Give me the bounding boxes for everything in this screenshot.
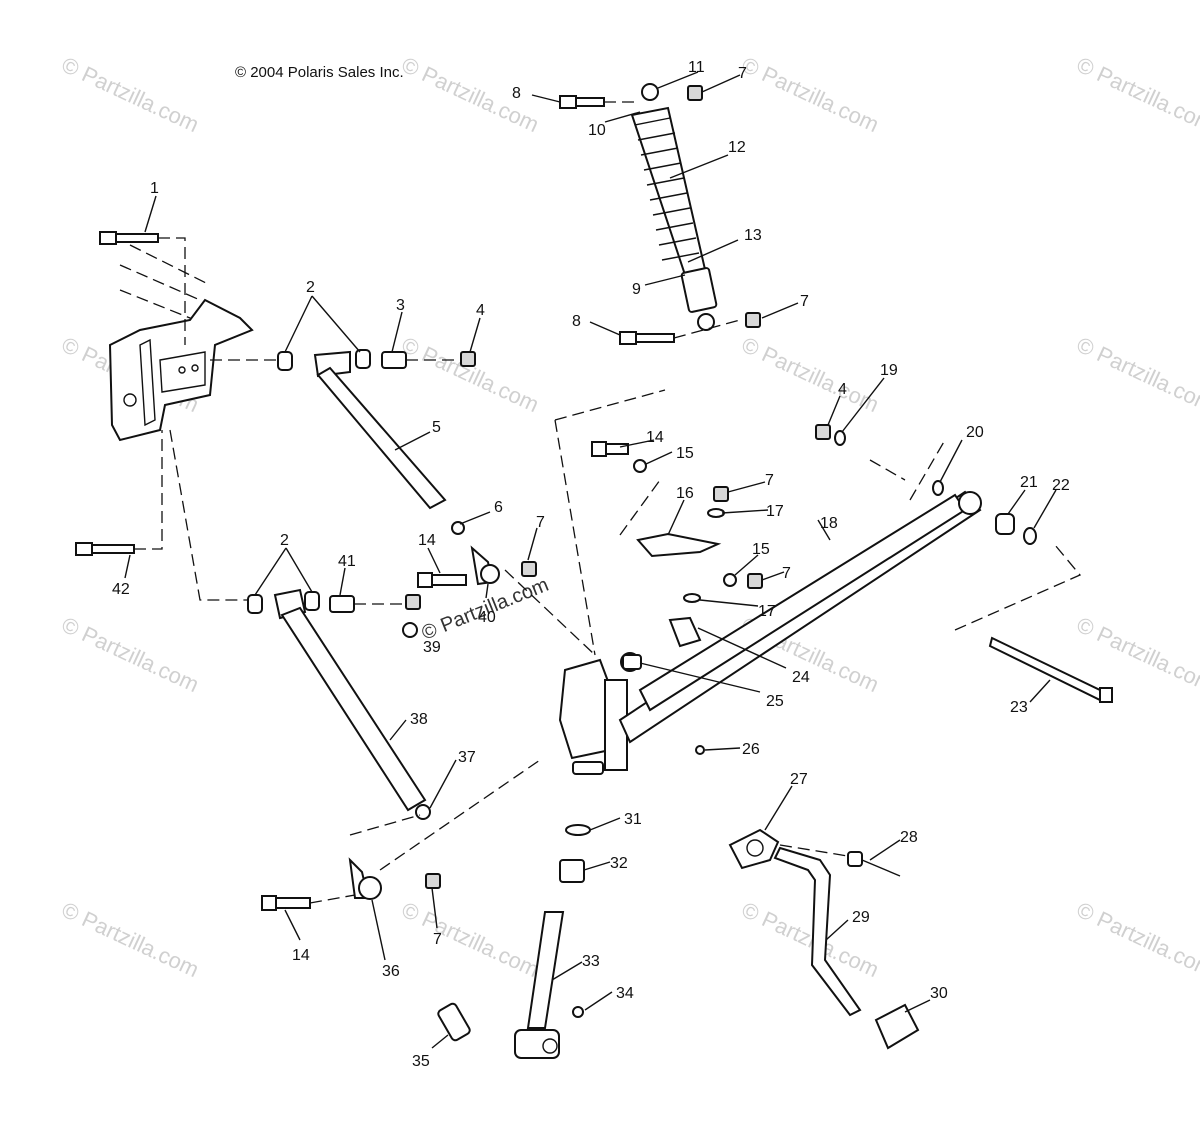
callout-15-bottom: 15 [752,541,770,558]
watermark-3: © Partzilla.com [738,52,883,137]
callout-38: 38 [410,711,428,728]
callout-7-shock-bottom: 7 [800,293,809,310]
callout-labels: 1 2 3 4 5 6 7 2 41 14 40 39 8 11 7 10 12… [112,59,1070,1070]
copyright-text: © 2004 Polaris Sales Inc. [235,64,404,81]
callout-26: 26 [742,741,760,758]
callout-14-top: 14 [646,429,664,446]
watermark-8: © Partzilla.com [1073,332,1200,417]
callout-13: 13 [744,227,762,244]
watermarks: © Partzilla.com © Partzilla.com © Partzi… [58,52,1200,982]
callout-2-lower: 2 [280,532,289,549]
callout-7-lower: 7 [433,931,442,948]
callout-24: 24 [792,669,810,686]
callout-8-bottom: 8 [572,313,581,330]
callout-20: 20 [966,424,984,441]
callout-7-shock-top: 7 [738,65,747,82]
callout-23: 23 [1010,699,1028,716]
watermark-15: © Partzilla.com [1073,897,1200,982]
callout-17-top: 17 [766,503,784,520]
frame-bracket [108,244,254,442]
callout-30: 30 [930,985,948,1002]
callout-14-bottom: 14 [292,947,310,964]
callout-7-steer-top: 7 [765,472,774,489]
watermark-6: © Partzilla.com [398,332,543,417]
callout-32: 32 [610,855,628,872]
watermark-11: © Partzilla.com [1073,612,1200,697]
callout-21: 21 [1020,474,1038,491]
callout-40: 40 [478,609,496,626]
callout-4-right: 4 [838,381,847,398]
callout-27: 27 [790,771,808,788]
callout-42: 42 [112,581,130,598]
watermark-12: © Partzilla.com [58,897,203,982]
watermark-1: © Partzilla.com [58,52,203,137]
callout-33: 33 [582,953,600,970]
callout-19: 19 [880,362,898,379]
callout-36: 36 [382,963,400,980]
callout-37: 37 [458,749,476,766]
callout-39: 39 [423,639,441,656]
shock-absorber [559,83,761,345]
callout-16: 16 [676,485,694,502]
steering-arm [591,441,763,670]
callout-17-bottom: 17 [758,603,776,620]
upper-a-arm [210,349,476,535]
watermark-2: © Partzilla.com [398,52,543,137]
watermark-7: © Partzilla.com [738,332,883,417]
callout-22: 22 [1052,477,1070,494]
steering-handle [728,828,920,1050]
bolt-42 [75,430,163,556]
callout-1: 1 [150,180,159,197]
callout-28: 28 [900,829,918,846]
callout-29: 29 [852,909,870,926]
tie-rod-end-40 [417,545,537,588]
lower-a-arm [169,429,431,820]
callout-35: 35 [412,1053,430,1070]
callout-7-steer-bottom: 7 [782,565,791,582]
bolt-1 [99,231,186,345]
callout-4-left: 4 [476,302,485,319]
callout-11: 11 [688,59,705,76]
callout-6: 6 [494,499,503,516]
callout-3: 3 [396,297,405,314]
callout-5: 5 [432,419,441,436]
callout-2-upper: 2 [306,279,315,296]
watermark-4: © Partzilla.com [1073,52,1200,137]
leader-lines [124,71,1057,1049]
tie-rod-end-36 [261,759,541,911]
callout-14-mid: 14 [418,532,436,549]
watermark-9: © Partzilla.com [58,612,203,697]
callout-15-top: 15 [676,445,694,462]
callout-9: 9 [632,281,641,298]
callout-8-top: 8 [512,85,521,102]
callout-18: 18 [820,515,838,532]
callout-34: 34 [616,985,634,1002]
trailing-arm [618,424,1113,744]
callout-10: 10 [588,122,606,139]
callout-7-rodend: 7 [536,514,545,531]
watermark-13: © Partzilla.com [398,897,543,982]
callout-41: 41 [338,553,356,570]
callout-25: 25 [766,693,784,710]
callout-12: 12 [728,139,746,156]
spindle [437,389,705,1059]
callout-31: 31 [624,811,642,828]
